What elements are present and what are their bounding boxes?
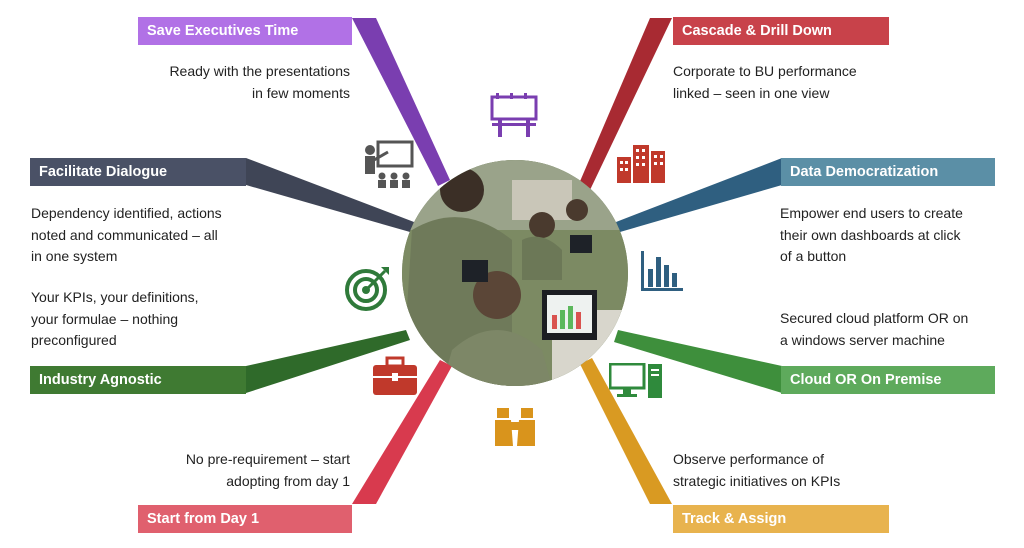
desktop-computer-icon bbox=[608, 362, 663, 404]
label-facilitate-dialogue: Facilitate Dialogue bbox=[30, 158, 246, 186]
label-industry-agnostic: Industry Agnostic bbox=[30, 366, 246, 394]
target-icon bbox=[345, 265, 391, 316]
label-save-executives-time: Save Executives Time bbox=[138, 17, 352, 45]
briefcase-icon bbox=[371, 356, 419, 401]
label-cascade-drill-down: Cascade & Drill Down bbox=[673, 17, 889, 45]
buildings-icon bbox=[617, 143, 667, 188]
label-data-democratization: Data Democratization bbox=[781, 158, 995, 186]
binoculars-icon bbox=[493, 406, 537, 453]
billboard-icon bbox=[490, 93, 538, 142]
label-track-assign: Track & Assign bbox=[673, 505, 889, 533]
presentation-icon bbox=[362, 140, 414, 193]
desc-kpis: Your KPIs, your definitions,your formula… bbox=[31, 289, 199, 348]
label-start-from-day-1: Start from Day 1 bbox=[138, 505, 352, 533]
center-photo bbox=[402, 160, 628, 386]
bar-chart-icon bbox=[641, 251, 683, 296]
label-cloud-or-on-premise: Cloud OR On Premise bbox=[781, 366, 995, 394]
